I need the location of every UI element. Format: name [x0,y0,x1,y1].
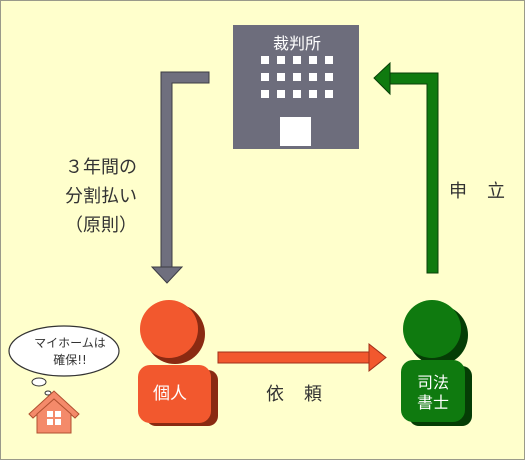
building-windows [261,56,333,146]
green-up-arrow [373,61,439,274]
speech-line-2: 確保!! [53,353,87,367]
house-icon [28,390,80,434]
installment-line-3: （原則） [65,215,137,236]
scrivener-line-2: 書士 [416,393,449,412]
gray-down-arrow [150,71,210,284]
request-label: 依頼 [266,384,342,405]
orange-right-arrow [217,342,387,373]
court-label: 裁判所 [272,34,321,53]
scrivener-line-1: 司法 [416,373,449,392]
individual-person [138,300,218,426]
scrivener-person [401,300,472,426]
speech-bubble [8,325,120,396]
installment-line-1: ３年間の [65,157,137,178]
application-label: 申立 [449,181,525,202]
court-building [233,25,359,149]
speech-line-1: マイホームは [34,336,106,350]
speech-bubble-text: マイホームは 確保!! [15,335,125,369]
installment-label: ３年間の 分割払い （原則） [45,153,157,240]
scrivener-label: 司法 書士 [401,373,465,413]
installment-line-2: 分割払い [65,186,137,207]
individual-label: 個人 [153,384,187,404]
